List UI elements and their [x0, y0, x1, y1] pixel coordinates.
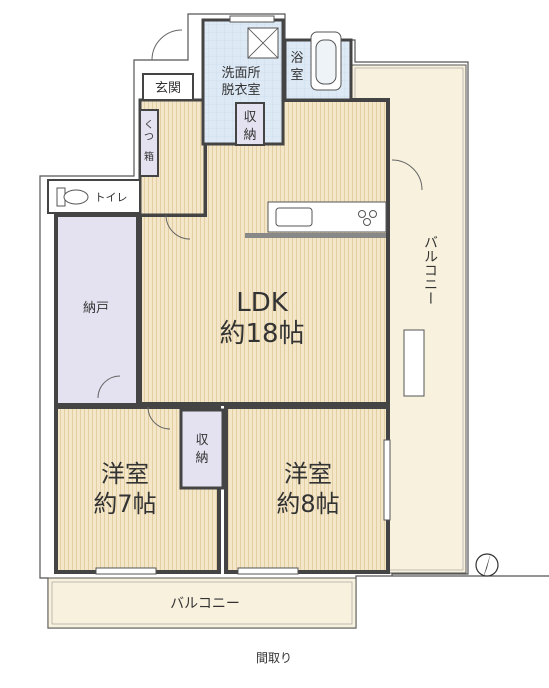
label-ldk-name: LDK	[236, 288, 289, 318]
label-ldk-size: 約18帖	[219, 319, 304, 349]
compass-icon	[475, 552, 499, 578]
entrance	[142, 73, 194, 101]
label-vanity-storage-1: 収	[243, 110, 256, 125]
label-room8-name: 洋室	[284, 460, 332, 488]
label-balcony-right: バルコニー	[422, 235, 438, 305]
room-labels: 洗面所 脱衣室 浴 室 玄関 収 納 く つ 箱 トイレ 納戸 LDK 約18帖…	[83, 51, 438, 665]
western-room-8	[224, 405, 390, 574]
label-entrance: 玄関	[155, 81, 181, 96]
label-closet-1: 収	[195, 433, 208, 448]
label-vanity-storage-2: 納	[243, 128, 256, 143]
door-swings	[97, 29, 423, 430]
closet-bedroom	[179, 408, 225, 490]
shoe-cabinet	[139, 109, 159, 177]
vanity-storage	[235, 102, 265, 146]
windows	[95, 15, 425, 575]
label-storeroom: 納戸	[83, 301, 109, 316]
label-shoe-2: つ	[144, 132, 154, 143]
label-shoe-3: 箱	[144, 150, 154, 163]
label-vanity-1: 洗面所	[221, 66, 260, 81]
label-balcony-bottom: バルコニー	[170, 596, 240, 612]
label-room8-size: 約8帖	[276, 490, 339, 518]
label-shoe-1: く	[144, 120, 154, 131]
washer-pan	[247, 27, 279, 59]
balcony-bottom	[47, 577, 357, 629]
outer-wall	[39, 13, 549, 629]
label-room7-size: 約7帖	[93, 490, 156, 518]
label-bath-2: 室	[290, 67, 303, 83]
kitchen-counter	[245, 201, 387, 238]
label-room7-name: 洋室	[101, 460, 149, 488]
bathtub-fixture	[310, 31, 342, 91]
label-closet-2: 納	[195, 451, 208, 466]
label-toilet: トイレ	[95, 191, 128, 204]
toilet-fixture	[56, 187, 89, 207]
label-vanity-2: 脱衣室	[221, 82, 260, 98]
label-bath-1: 浴	[290, 51, 303, 66]
caption: 間取り	[256, 651, 292, 665]
